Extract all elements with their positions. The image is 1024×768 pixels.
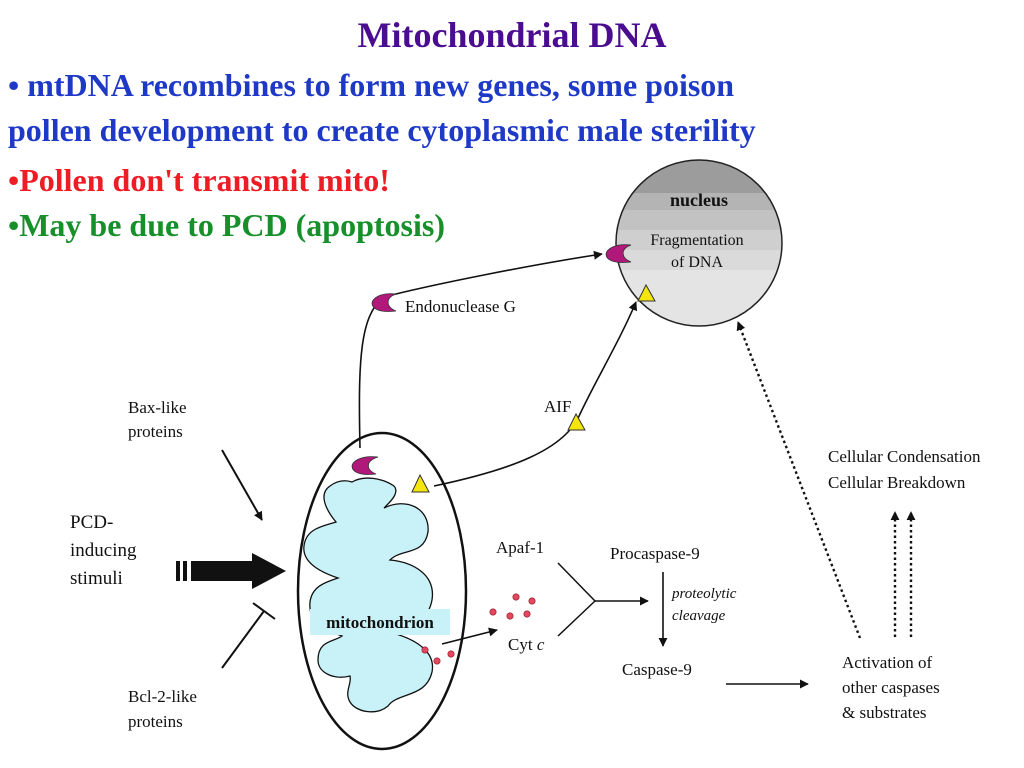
- cyt-c-release-arrow: [441, 627, 498, 645]
- endonuclease-g-label: Endonuclease G: [405, 297, 516, 316]
- mitochondrion: mitochondrion: [296, 431, 468, 751]
- bcl2-label-line-2: proteins: [128, 712, 183, 731]
- bcl2-label-line-1: Bcl-2-like: [128, 687, 197, 706]
- activation-label-line-2: other caspases: [842, 678, 940, 697]
- endonuclease-g-path: [358, 250, 603, 449]
- aif-label: AIF: [544, 397, 571, 416]
- aif-marker-mito: [411, 473, 430, 493]
- fragmentation-label: Fragmentation: [650, 232, 743, 249]
- bcl2-inhibition-bar: [252, 602, 276, 620]
- endonuclease-marker-path: [371, 293, 397, 312]
- slide-title: Mitochondrial DNA: [357, 15, 667, 55]
- aif-path: [433, 301, 638, 487]
- cyt-c-merge-line: [557, 600, 596, 637]
- dotted-arrow-to-nucleus: [736, 321, 862, 639]
- mitochondrion-cristae: [303, 477, 434, 713]
- cellular-breakdown-label: Cellular Breakdown: [828, 473, 966, 492]
- activation-label-line-3: & substrates: [842, 703, 927, 722]
- cellular-condensation-label: Cellular Condensation: [828, 447, 981, 466]
- apaf1-label: Apaf-1: [496, 538, 544, 557]
- nucleus-label: nucleus: [670, 190, 728, 210]
- pcd-stimuli-arrow: [176, 553, 286, 589]
- proteolytic-label: proteolytic: [671, 586, 737, 602]
- cyt-c-label: Cyt c: [508, 635, 545, 654]
- cyt-c-dots: [421, 593, 536, 665]
- pcd-label-line-3: stimuli: [70, 568, 123, 589]
- bullet-pcd: •May be due to PCD (apoptosis): [8, 207, 445, 243]
- activation-label-line-1: Activation of: [842, 653, 933, 672]
- bcl2-inhibition-line: [221, 610, 265, 669]
- apaf1-merge-line: [557, 562, 596, 602]
- endonuclease-marker-mito: [351, 456, 379, 475]
- nucleus: nucleus Fragmentation of DNA: [615, 159, 783, 327]
- of-dna-label: of DNA: [671, 254, 723, 271]
- procaspase9-label: Procaspase-9: [610, 544, 700, 563]
- bullet-mtdna: • mtDNA recombines to form new genes, so…: [8, 63, 756, 153]
- pcd-label-line-2: inducing: [70, 540, 137, 561]
- bax-label-line-1: Bax-like: [128, 398, 187, 417]
- bax-label-line-2: proteins: [128, 422, 183, 441]
- caspase9-label: Caspase-9: [622, 660, 692, 679]
- bullet-pollen: •Pollen don't transmit mito!: [8, 162, 390, 198]
- aif-marker-nucleus: [637, 283, 656, 302]
- cleavage-label: cleavage: [672, 608, 726, 624]
- bullet-mtdna-line-1: • mtDNA recombines to form new genes, so…: [8, 67, 735, 103]
- pcd-label-line-1: PCD-: [70, 512, 113, 533]
- mitochondrion-label: mitochondrion: [326, 613, 434, 632]
- bullet-mtdna-line-2: pollen development to create cytoplasmic…: [8, 112, 756, 148]
- endonuclease-marker-nucleus: [605, 244, 632, 263]
- aif-marker-path: [567, 412, 586, 431]
- bax-arrow: [221, 449, 263, 521]
